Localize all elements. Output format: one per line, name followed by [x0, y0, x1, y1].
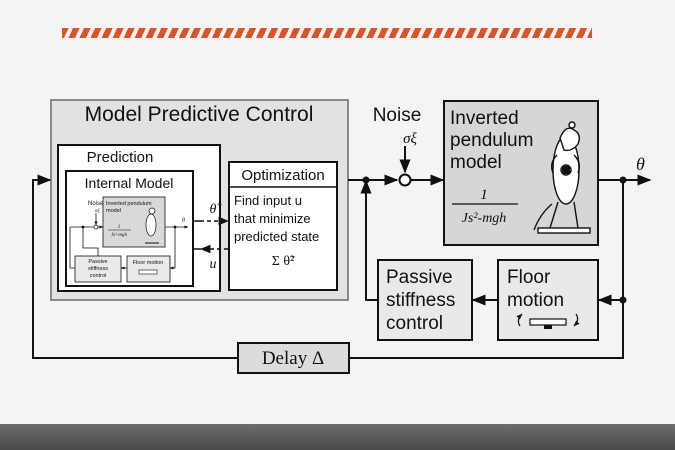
mini-noise-label: Noise	[88, 201, 104, 207]
prediction-label: Prediction	[87, 149, 154, 166]
decorative-stripe	[62, 28, 592, 38]
internal-model-label: Internal Model	[85, 175, 174, 191]
pendulum-title-line3: model	[450, 152, 502, 173]
branch-node	[362, 176, 370, 184]
mini-noise-symbol: σξ	[95, 208, 100, 214]
delay-block: Delay Δ	[237, 342, 350, 374]
pendulum-title-line1: Inverted	[450, 108, 519, 129]
pendulum-title-line2: pendulum	[450, 130, 533, 151]
pendulum-tf-num: 1	[480, 187, 488, 203]
optimization-block: Optimization Find input u that minimize …	[228, 161, 338, 291]
optimization-line4: Σ θ̃²	[272, 254, 295, 269]
passive-stiffness-block: Passive stiffness control	[377, 259, 473, 341]
rat-icon	[533, 121, 581, 231]
mini-pendulum-line1: Inverted pendulum	[106, 201, 152, 207]
noise-label: Noise	[373, 105, 422, 126]
mini-rat-icon	[145, 207, 159, 244]
optimization-line1: Find input u	[234, 193, 302, 208]
summing-junction	[398, 173, 412, 187]
pendulum-block: Inverted pendulum model 1 Js²-mgh	[443, 100, 599, 246]
output-theta: θ	[636, 154, 645, 174]
floor-tilt-icon	[516, 313, 580, 329]
passive-line3: control	[386, 313, 443, 334]
mini-theta: θ	[182, 218, 185, 224]
output-node	[619, 176, 627, 184]
pendulum-tf-den: Js²-mgh	[462, 211, 507, 226]
floor-line1: Floor	[507, 267, 551, 288]
mini-pendulum-line2: model	[106, 208, 121, 214]
passive-line2: stiffness	[386, 290, 455, 311]
mini-passive-line1: Passive	[88, 259, 107, 265]
floor-motion-block: Floor motion	[497, 259, 599, 341]
mini-tf-num: 1	[118, 225, 121, 230]
delay-label: Delay Δ	[262, 348, 324, 369]
noise-input: Noise σξ	[373, 105, 422, 187]
mini-diagram: Noise σξ Inverted pendulum model 1 Js²-m…	[69, 196, 189, 283]
floor-line2: motion	[507, 290, 564, 311]
optimization-title: Optimization	[241, 167, 324, 184]
mpc-title: Model Predictive Control	[85, 103, 314, 126]
bottom-bar	[0, 424, 675, 450]
noise-symbol: σξ	[403, 131, 417, 147]
optimization-line3: predicted state	[234, 229, 319, 244]
u-label: u	[210, 257, 217, 272]
mini-passive-line3: control	[90, 273, 107, 279]
feedback-node	[619, 296, 627, 304]
mini-passive-line2: stiffness	[88, 266, 108, 272]
optimization-line2: that minimize	[234, 211, 311, 226]
passive-line1: Passive	[386, 267, 453, 288]
mini-floor-label: Floor motion	[133, 260, 164, 266]
platform-icon	[537, 227, 591, 234]
mini-tf-den: Js²-mgh	[111, 232, 127, 238]
